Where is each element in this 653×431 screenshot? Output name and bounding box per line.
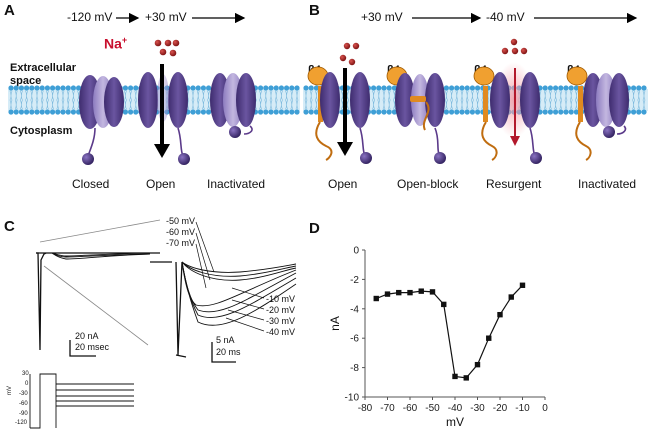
state-b-resurgent-label: Resurgent (486, 177, 542, 191)
iv-data-point (429, 289, 436, 295)
state-open-label: Open (146, 177, 176, 191)
scale2-time-label: 20 ms (216, 347, 241, 357)
state-inactivated-label: Inactivated (207, 177, 266, 191)
y-tick-label: -10 (345, 393, 360, 404)
panel-a-voltage-left: -120 mV (67, 10, 113, 24)
protocol-tick-m120: -120 (15, 420, 28, 426)
channel-b-inactivated (566, 66, 629, 161)
state-b-open-label: Open (328, 177, 358, 191)
iv-data-point (497, 311, 503, 318)
channel-open (138, 64, 190, 165)
panel-a-ion-label: Na+ (104, 35, 127, 52)
iv-data-point (418, 288, 424, 294)
panel-b-letter: B (309, 2, 320, 19)
na-ions-a (154, 39, 180, 57)
y-tick-label: -8 (350, 363, 359, 374)
ion-charge: + (121, 35, 128, 45)
iv-series-line (376, 284, 523, 379)
extracellular-label-line1: Extracellular (10, 62, 77, 74)
panel-a-voltage-right: +30 mV (145, 10, 187, 24)
state-closed-label: Closed (72, 177, 110, 191)
protocol-tick-m30: -30 (19, 391, 28, 397)
c-left-voltage-3: -70 mV (166, 238, 196, 248)
x-axis-label: mV (446, 415, 464, 429)
x-tick-label: -70 (380, 403, 395, 414)
protocol-tick-m60: -60 (19, 401, 28, 407)
scale1-time-label: 20 msec (75, 342, 110, 352)
beta4-subunit-4 (566, 66, 588, 86)
iv-data-point (441, 301, 447, 308)
iv-data-point (519, 282, 526, 288)
channel-b-open (307, 66, 372, 164)
protocol-tick-m90: -90 (19, 411, 28, 417)
scale-bar-2 (211, 342, 236, 363)
panel-c-letter: C (4, 218, 15, 235)
panel-c-traces (36, 219, 297, 363)
x-tick-label: -60 (403, 403, 418, 414)
na-ions-b (339, 38, 528, 66)
c-right-voltage-2: -20 mV (266, 305, 296, 315)
channel-b-resurgent (473, 62, 542, 164)
voltage-protocol-inset (29, 373, 134, 429)
channel-closed (79, 75, 124, 165)
beta4-subunit-3 (473, 66, 495, 86)
panel-d-letter: D (309, 220, 320, 237)
scale1-current-label: 20 nA (75, 331, 99, 341)
inactivation-ball-open (178, 153, 190, 165)
c-right-voltage-3: -30 mV (266, 316, 296, 326)
y-axis-label: nA (328, 316, 342, 331)
c-left-voltage-1: -50 mV (166, 216, 196, 226)
iv-data-point (452, 373, 458, 380)
x-tick-label: -30 (470, 403, 485, 414)
panel-b-voltage-left: +30 mV (361, 10, 403, 24)
iv-data-point (508, 294, 514, 300)
protocol-tick-0: 0 (25, 381, 29, 387)
y-tick-label: -2 (350, 275, 359, 286)
iv-data-point (463, 375, 469, 381)
c-right-voltage-1: -10 mV (266, 294, 296, 304)
x-tick-label: -10 (515, 403, 530, 414)
channel-inactivated (210, 73, 256, 138)
scale-bar-1 (69, 340, 96, 357)
iv-data-point (373, 295, 379, 302)
extracellular-label-line2: space (10, 75, 42, 87)
protocol-tick-30: 30 (22, 371, 29, 377)
x-tick-label: -80 (358, 403, 373, 414)
x-tick-label: -20 (493, 403, 508, 414)
y-tick-label: 0 (353, 246, 359, 257)
panel-b-voltage-right: -40 mV (486, 10, 525, 24)
panel-a-letter: A (4, 2, 15, 19)
inactivation-ball-inactivated (229, 126, 241, 138)
ion-symbol: Na (104, 35, 122, 52)
iv-data-point (384, 291, 391, 297)
x-tick-label: -40 (448, 403, 463, 414)
iv-data-point (474, 361, 481, 368)
iv-data-point (486, 335, 492, 341)
cytosplasm-label: Cytosplasm (10, 125, 73, 137)
channel-b-openblock (386, 66, 446, 164)
scale2-current-label: 5 nA (216, 335, 235, 345)
y-tick-label: -6 (350, 334, 359, 345)
y-tick-label: -4 (350, 304, 359, 315)
iv-data-point (396, 289, 402, 296)
state-b-openblock-label: Open-block (397, 177, 459, 191)
x-tick-label: 0 (542, 403, 548, 414)
x-tick-label: -50 (425, 403, 440, 414)
c-left-voltage-2: -60 mV (166, 227, 196, 237)
c-right-voltage-4: -40 mV (266, 327, 296, 337)
state-b-inactivated-label: Inactivated (578, 177, 637, 191)
iv-data-point (407, 289, 413, 296)
inactivation-ball-closed (82, 153, 94, 165)
